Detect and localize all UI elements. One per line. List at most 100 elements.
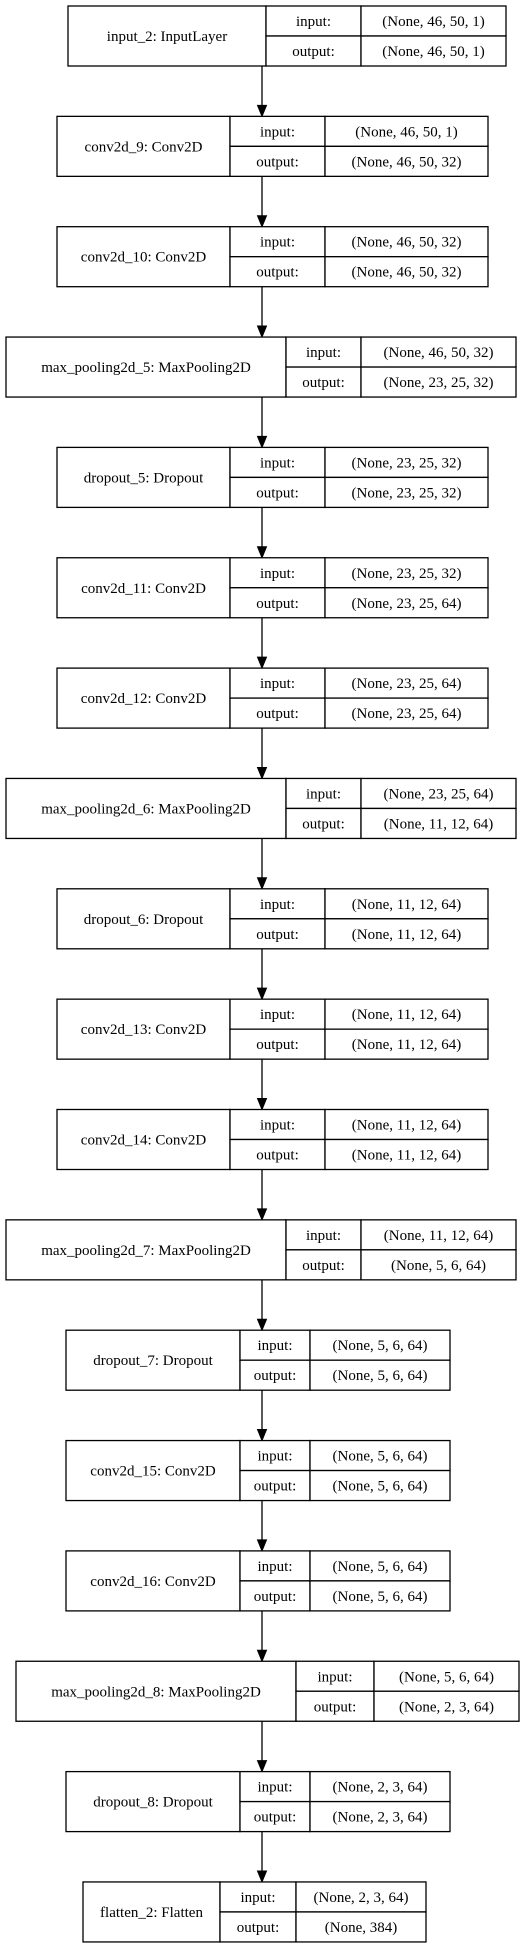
output-shape-cell (324, 1028, 489, 1060)
output-label-cell (285, 1249, 362, 1281)
output-shape-cell (373, 1690, 520, 1722)
output-label-cell (295, 1690, 375, 1722)
edge-arrow (256, 397, 268, 449)
layer-node: max_pooling2d_5: MaxPooling2Dinput:outpu… (5, 336, 517, 398)
arrow-head (256, 1208, 268, 1222)
layer-name: dropout_8: Dropout (93, 1795, 213, 1811)
output-label: output: (254, 1810, 297, 1826)
output-shape-cell (295, 1911, 427, 1943)
layer-name: max_pooling2d_8: MaxPooling2D (51, 1684, 261, 1700)
output-shape: (None, 5, 6, 64) (333, 1479, 428, 1495)
output-shape: (None, 11, 12, 64) (384, 816, 493, 832)
output-label-cell (229, 1138, 326, 1171)
input-shape: (None, 11, 12, 64) (352, 1007, 461, 1023)
layer-name: max_pooling2d_5: MaxPooling2D (41, 360, 251, 376)
input-shape: (None, 11, 12, 64) (352, 1118, 461, 1134)
output-shape: (None, 11, 12, 64) (352, 927, 461, 943)
input-shape-cell (309, 1770, 451, 1803)
input-shape: (None, 5, 6, 64) (333, 1449, 428, 1465)
layer-name: conv2d_9: Conv2D (85, 139, 203, 155)
input-shape-cell (360, 1219, 517, 1251)
edge-arrow (256, 617, 268, 670)
layer-node: max_pooling2d_6: MaxPooling2Dinput:outpu… (5, 777, 517, 840)
layer-name-cell (82, 1881, 221, 1943)
edge-arrow (256, 176, 268, 229)
output-shape-cell (309, 1359, 451, 1391)
output-label: output: (237, 1920, 280, 1936)
layer-name-cell (67, 5, 267, 67)
output-shape-cell (360, 807, 517, 840)
output-shape: (None, 23, 25, 64) (352, 596, 462, 612)
layer-name: max_pooling2d_7: MaxPooling2D (41, 1243, 251, 1259)
layer-name-cell (56, 888, 231, 950)
input-shape-cell (324, 667, 489, 699)
input-label: input: (260, 455, 295, 471)
output-shape: (None, 5, 6, 64) (333, 1589, 428, 1605)
input-shape: (None, 46, 50, 32) (384, 345, 494, 361)
input-label-cell (229, 446, 326, 479)
arrow-head (256, 1098, 268, 1111)
edge-arrow (256, 1390, 268, 1442)
output-shape: (None, 2, 3, 64) (399, 1699, 494, 1715)
input-label: input: (260, 566, 295, 582)
layer-name: dropout_7: Dropout (93, 1353, 213, 1369)
output-label-cell (285, 807, 362, 840)
output-shape-cell (324, 1138, 489, 1171)
edge-arrow (256, 1721, 268, 1773)
layer-name-cell (65, 1770, 241, 1833)
output-shape-cell (324, 145, 489, 178)
output-label-cell (229, 1028, 326, 1060)
edge-arrow (256, 1169, 268, 1222)
output-label-cell (239, 1800, 311, 1833)
input-shape-cell (360, 777, 517, 810)
edge-arrow (256, 838, 268, 891)
output-shape: (None, 5, 6, 64) (391, 1258, 486, 1274)
input-shape: (None, 23, 25, 64) (352, 676, 462, 692)
output-label: output: (254, 1368, 297, 1384)
input-label: input: (257, 1780, 292, 1796)
output-shape-cell (324, 476, 489, 509)
layer-node: conv2d_11: Conv2D input: output: (None, 23,… (56, 557, 489, 619)
layer-name: max_pooling2d_6: MaxPooling2D (41, 801, 251, 817)
output-label: output: (292, 44, 335, 60)
output-shape-cell (360, 1249, 517, 1281)
input-label: input: (260, 124, 295, 140)
layer-name: conv2d_14: Conv2D (81, 1133, 207, 1149)
output-label: output: (256, 596, 299, 612)
input-shape-cell (295, 1881, 427, 1913)
input-shape: (None, 11, 12, 64) (352, 897, 461, 913)
output-label: output: (302, 816, 345, 832)
arrow-head (256, 656, 268, 670)
input-label-cell (229, 667, 326, 699)
layer-name: conv2d_10: Conv2D (81, 250, 207, 266)
output-shape: (None, 23, 25, 32) (352, 485, 462, 501)
input-shape: (None, 23, 25, 64) (384, 786, 494, 802)
output-label-cell (229, 697, 326, 729)
output-label: output: (256, 927, 299, 943)
edge-arrow (256, 1610, 268, 1663)
input-label: input: (260, 676, 295, 692)
edge-arrow (256, 1059, 268, 1111)
layer-name: conv2d_11: Conv2D (81, 581, 206, 597)
output-shape-cell (324, 918, 489, 950)
edge-arrow (256, 1500, 268, 1553)
input-shape-cell (373, 1660, 520, 1692)
input-label: input: (257, 1559, 292, 1575)
layer-name-cell (5, 1219, 287, 1281)
output-shape: (None, 2, 3, 64) (333, 1810, 428, 1826)
input-label: input: (260, 1007, 295, 1023)
input-shape: (None, 5, 6, 64) (399, 1669, 494, 1685)
input-shape-cell (324, 226, 489, 258)
arrow-head (256, 1870, 268, 1884)
output-shape: (None, 46, 50, 1) (382, 44, 484, 60)
output-shape-cell (309, 1800, 451, 1833)
arrow-head (256, 546, 268, 560)
